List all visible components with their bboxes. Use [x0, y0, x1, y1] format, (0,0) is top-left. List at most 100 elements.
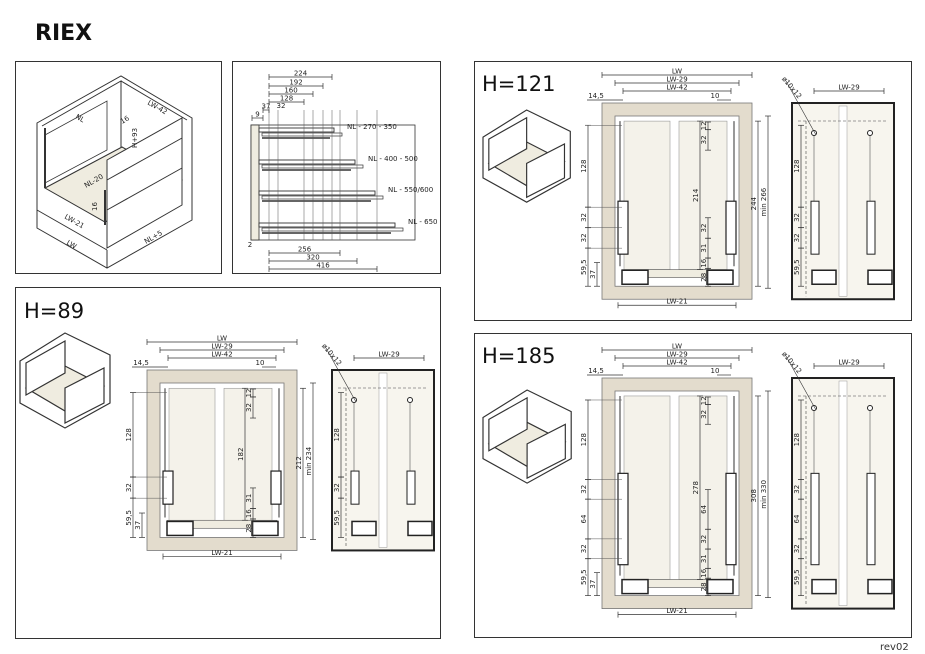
side-width-lw29: LW-29	[838, 359, 859, 367]
side-dimension: 59,5	[333, 510, 341, 526]
runner-profile	[166, 520, 194, 537]
side-dimension: 32	[793, 213, 801, 222]
rear-bracket-right	[725, 200, 737, 255]
rear-bracket-right	[725, 472, 737, 566]
side-runner-profile	[407, 520, 433, 537]
drawer-back	[488, 396, 528, 452]
side-bracket	[810, 472, 820, 566]
width-lw: LW	[217, 335, 227, 343]
h121-panel	[474, 61, 912, 321]
left-dimension-37: 37	[589, 270, 597, 279]
left-dimension: 32	[580, 485, 588, 494]
drawer-panel-right	[678, 120, 728, 270]
width-lw42: LW-42	[666, 359, 687, 367]
side-width-lw29: LW-29	[838, 84, 859, 92]
side-dimension: 128	[333, 428, 341, 441]
side-dimension: 64	[793, 514, 801, 523]
overview-panel	[15, 61, 222, 274]
width-lw: LW	[672, 68, 682, 76]
side-bracket	[866, 200, 876, 255]
drawer-front	[526, 142, 566, 199]
inner-dimension: 28	[245, 524, 253, 533]
bottom-dimension: 416	[316, 262, 330, 270]
side-view-divider	[838, 105, 848, 297]
side-dimension: 59,5	[793, 569, 801, 585]
inner-dimension-height: 214	[692, 188, 700, 202]
left-dimension: 64	[580, 514, 588, 523]
left-dimension: 32	[580, 233, 588, 242]
dim-16-bottom: 16	[91, 202, 99, 211]
width-lw21: LW-21	[666, 298, 687, 306]
side-runner-profile	[811, 269, 837, 285]
bottom-dimension: 320	[306, 254, 319, 262]
drawer-front	[526, 423, 566, 480]
drawer-front	[64, 367, 105, 424]
inner-dimension: 28	[700, 273, 708, 282]
runner-length-label: NL - 400 - 500	[368, 155, 418, 163]
panel-title-h185: H=185	[482, 344, 555, 368]
left-dimension: 32	[580, 544, 588, 553]
inner-dimension: 12	[700, 396, 708, 405]
runner-profile	[706, 269, 734, 285]
left-dimension: 59,5	[580, 259, 588, 275]
dim-nl: NL	[74, 113, 86, 125]
width-lw21: LW-21	[666, 607, 687, 615]
riex-logo: RIEX	[35, 21, 92, 46]
width-lw29: LW-29	[666, 351, 687, 359]
inner-dimension-height: 278	[692, 481, 700, 494]
revision-label: rev02	[880, 642, 909, 653]
drawer-panel-right	[223, 387, 273, 521]
drawer-back	[488, 116, 528, 172]
side-dimension: 128	[793, 160, 801, 173]
h185-panel	[474, 333, 912, 638]
drawer-isometric-thumbnail	[482, 389, 572, 484]
side-bracket	[810, 200, 820, 255]
inner-dimension: 31	[700, 554, 708, 563]
hole-diameter-label: ø10x12	[780, 350, 803, 375]
runner-profile	[621, 269, 649, 285]
side-dimension: 32	[793, 544, 801, 553]
side-dimension: 59,5	[793, 259, 801, 275]
runner-length-label: NL - 650	[408, 218, 437, 226]
runner-rail	[258, 190, 376, 196]
inner-dimension: 31	[700, 244, 708, 253]
min-cabinet-height: min 330	[760, 480, 768, 509]
hole-diameter-label: ø10x12	[780, 75, 803, 100]
top-dimension: 192	[289, 79, 302, 87]
drawer-isometric-thumbnail	[482, 109, 571, 203]
side-width-lw29: LW-29	[378, 351, 399, 359]
mounting-hole	[867, 405, 873, 411]
width-lw21: LW-21	[211, 549, 232, 557]
width-lw42: LW-42	[211, 351, 232, 359]
right-dimension: 308	[750, 489, 758, 502]
inner-dimension: 32	[700, 535, 708, 544]
dimension-line	[785, 80, 817, 136]
drawer-panel-left	[168, 387, 216, 521]
dim-16-top: 16	[119, 114, 131, 126]
gap-dimension: 2	[248, 241, 252, 249]
inner-dimension: 16	[245, 509, 253, 518]
runner-slide	[261, 132, 343, 137]
left-dimension: 128	[125, 428, 133, 441]
dimension-line	[785, 355, 817, 411]
runner-length-panel	[232, 61, 441, 274]
inner-dimension: 32	[700, 135, 708, 144]
runner-length-label: NL - 270 - 350	[347, 123, 397, 131]
offset-10: 10	[711, 92, 720, 100]
left-dimension: 59,5	[125, 510, 133, 526]
runner-profile	[706, 578, 734, 595]
mounting-hole	[407, 397, 413, 403]
top-dimension: 224	[294, 70, 308, 78]
inner-dimension: 16	[700, 258, 708, 267]
isometric-cabinet-drawing	[36, 75, 193, 269]
drawer-isometric-thumbnail	[19, 332, 111, 429]
width-lw29: LW-29	[666, 76, 687, 84]
side-dimension: 32	[793, 485, 801, 494]
left-dimension: 32	[580, 213, 588, 222]
cabinet-wall	[250, 124, 260, 241]
